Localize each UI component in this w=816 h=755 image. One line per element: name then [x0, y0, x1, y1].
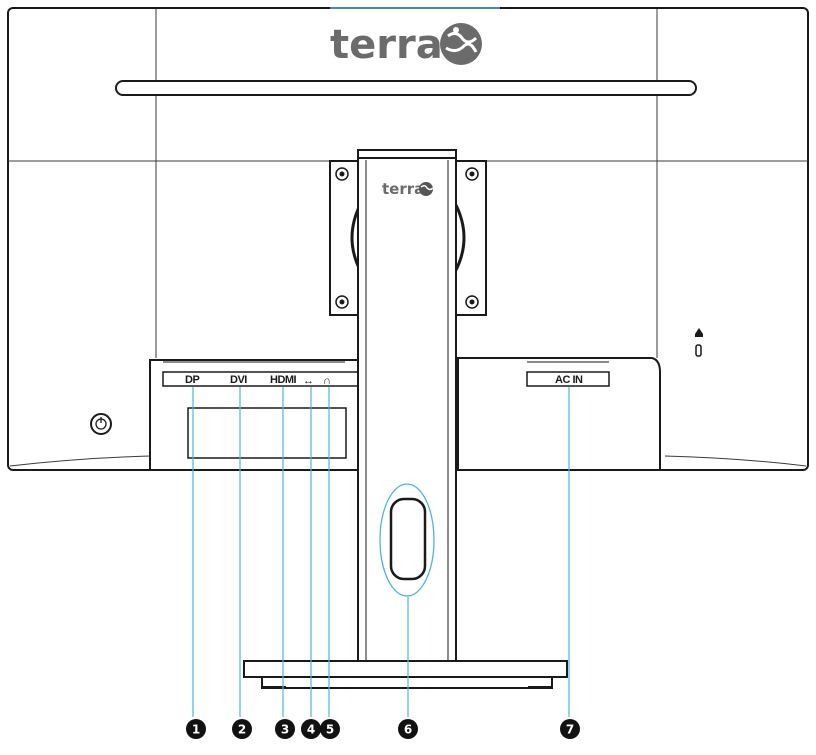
vent-slot: [115, 80, 697, 96]
globe-mascot-icon: [440, 23, 482, 65]
svg-text:2: 2: [238, 723, 246, 737]
callout-marker-1: 1: [186, 719, 206, 739]
stand-neck: [357, 157, 457, 664]
svg-text:4: 4: [307, 723, 315, 737]
bottom-bezel-curve: [9, 455, 151, 467]
label-plate: [187, 407, 347, 459]
stand-base-foot: [261, 677, 553, 689]
stand-base: [243, 660, 568, 678]
port-label-dp: DP: [185, 374, 199, 386]
power-button-icon: [90, 413, 112, 435]
kensington-lock-icon: [695, 328, 703, 357]
screw-icon: [465, 295, 479, 309]
callout-marker-2: 2: [232, 719, 252, 739]
cable-hole-highlight: [379, 483, 435, 597]
stand-globe-icon: [419, 182, 434, 196]
callout-marker-3: 3: [275, 719, 295, 739]
mount-ring: [454, 204, 466, 271]
io-housing: [457, 357, 661, 470]
brand-logo-text: terra: [330, 22, 443, 68]
stand-foot-pad: [262, 686, 286, 689]
screw-icon: [335, 295, 349, 309]
headphone-icon: ∩: [323, 375, 330, 387]
svg-text:7: 7: [566, 723, 574, 737]
port-label-ac-in: AC IN: [555, 374, 583, 386]
cable-management-hole: [389, 497, 427, 581]
screw-icon: [465, 167, 479, 181]
callout-marker-6: 6: [398, 719, 418, 739]
stand-logo-text: terra: [382, 180, 424, 198]
bottom-bezel-curve: [664, 455, 807, 467]
svg-text:3: 3: [281, 723, 289, 737]
audio-in-icon: ↔: [303, 375, 314, 387]
port-label-dvi: DVI: [230, 374, 247, 386]
callout-marker-7: 7: [560, 719, 580, 739]
port-bay-right: [526, 371, 610, 387]
svg-text:5: 5: [326, 723, 334, 737]
svg-text:1: 1: [192, 723, 200, 737]
screw-icon: [335, 167, 349, 181]
callout-marker-4: 4: [301, 719, 321, 739]
svg-text:6: 6: [404, 723, 412, 737]
stand-foot-pad: [528, 686, 552, 689]
callout-marker-5: 5: [320, 719, 340, 739]
port-label-hdmi: HDMI: [270, 374, 297, 386]
